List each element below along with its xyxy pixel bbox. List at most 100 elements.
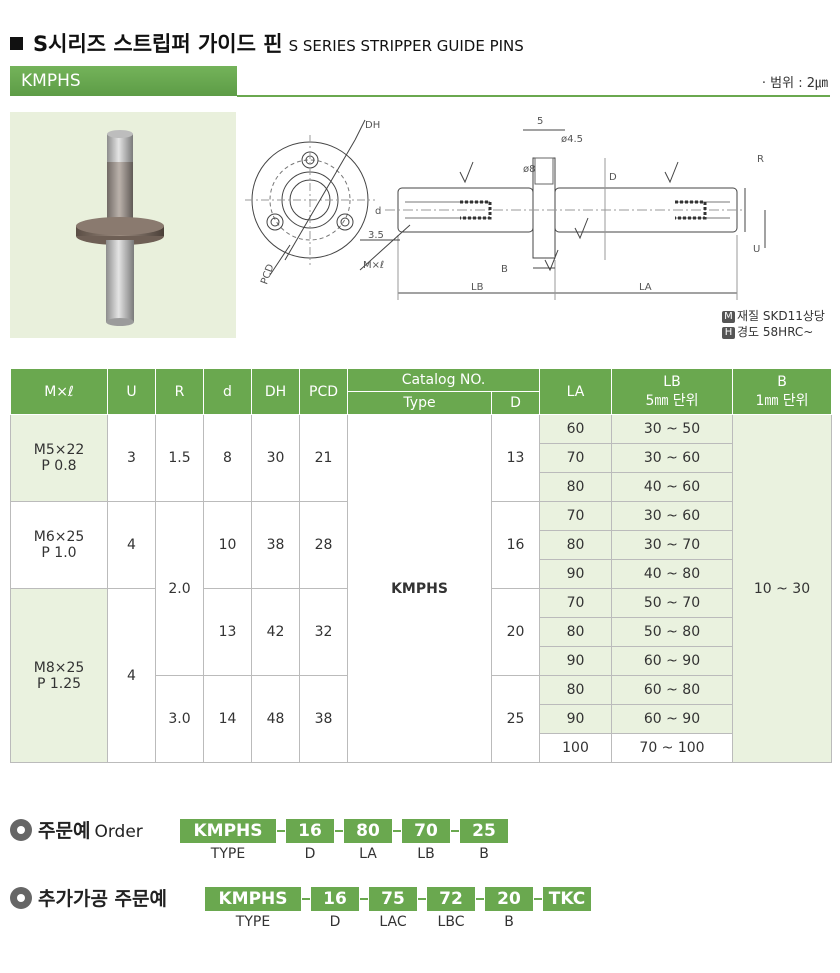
drawing-label-d-upper: D (609, 172, 617, 183)
order-label-en: Order (94, 822, 143, 842)
cell-r: 3.0 (155, 675, 204, 763)
cell-la: 90 (539, 646, 612, 676)
mxl-size: M5×22 (33, 442, 85, 458)
header-la: LA (539, 368, 612, 415)
header-lb-unit: 5㎜ 단위 (645, 392, 699, 409)
gear-icon (10, 819, 32, 841)
order-caption-type: TYPE (210, 846, 246, 862)
cell-d: 13 (203, 588, 252, 676)
drawing-label-dh: DH (365, 120, 380, 131)
cell-pcd: 38 (299, 675, 348, 763)
hardness-tag: H (722, 327, 735, 339)
technical-drawing: DH PCD 5 ø4.5 ø8 D R d (245, 110, 835, 320)
title-kr: S시리즈 스트립퍼 가이드 핀 (33, 32, 283, 56)
order-lb-box: 70 (402, 819, 450, 843)
cell-lb: 60 ~ 90 (611, 646, 733, 676)
mxl-size: M6×25 (33, 529, 85, 545)
table-row: 90 60 ~ 90 (11, 704, 832, 734)
order2-caption-d: D (329, 914, 341, 930)
page-title: S시리즈 스트립퍼 가이드 핀 S SERIES STRIPPER GUIDE P… (10, 28, 524, 58)
header-pcd: PCD (299, 368, 348, 415)
order-caption-la: LA (359, 846, 377, 862)
cell-lb: 40 ~ 60 (611, 472, 733, 502)
order-type-box: KMPHS (180, 819, 276, 843)
cell-lb: 30 ~ 60 (611, 501, 733, 531)
mxl-pitch: P 0.8 (41, 458, 77, 474)
additional-order-label: 추가가공 주문예 (10, 884, 167, 911)
table-row: 70 30 ~ 60 (11, 443, 832, 473)
drawing-label-counterbore: ø8 (523, 164, 535, 175)
order2-caption-lac: LAC (379, 914, 407, 930)
order-caption-b: B (479, 846, 489, 862)
mxl-pitch: P 1.0 (41, 545, 77, 561)
cell-D: 16 (491, 501, 540, 589)
order-dash (335, 830, 343, 832)
pin-image (76, 130, 164, 326)
cell-pcd: 28 (299, 501, 348, 589)
cell-dh: 38 (251, 501, 300, 589)
order2-lac-box: 75 (369, 887, 417, 911)
cell-lb: 60 ~ 90 (611, 704, 733, 734)
header-catalog: Catalog NO. (347, 368, 540, 392)
product-photo (10, 112, 236, 338)
cell-lb: 30 ~ 60 (611, 443, 733, 473)
cell-d: 10 (203, 501, 252, 589)
cell-la: 80 (539, 675, 612, 705)
cell-la: 80 (539, 617, 612, 647)
header-mxl: M×ℓ (10, 368, 108, 415)
order2-lbc-box: 72 (427, 887, 475, 911)
cell-la: 90 (539, 704, 612, 734)
table-row: 80 50 ~ 80 (11, 617, 832, 647)
cell-lb: 50 ~ 80 (611, 617, 733, 647)
material-tag: M (722, 311, 735, 323)
order2-caption-lbc: LBC (437, 914, 465, 930)
order2-b-box: 20 (485, 887, 533, 911)
table-row: 3.0 14 48 38 25 80 60 ~ 80 (11, 675, 832, 763)
order2-caption-type: TYPE (235, 914, 271, 930)
cell-D: 25 (491, 675, 540, 763)
order-la-box: 80 (344, 819, 392, 843)
header-type: Type (347, 391, 492, 415)
cell-D: 13 (491, 414, 540, 502)
pin-flange (532, 157, 556, 259)
order-dash (277, 830, 285, 832)
title-en: S SERIES STRIPPER GUIDE PINS (288, 37, 524, 55)
order2-dash (302, 898, 310, 900)
mxl-pitch: P 1.25 (36, 675, 82, 692)
cell-type: KMPHS (347, 414, 492, 763)
gear-icon (10, 887, 32, 909)
cell-lb: 70 ~ 100 (611, 733, 733, 763)
order2-dash (360, 898, 368, 900)
cell-dh: 42 (251, 588, 300, 676)
drawing-label-u: U (753, 244, 760, 255)
cell-u: 3 (107, 414, 156, 502)
table-row: 90 40 ~ 80 (11, 559, 832, 589)
order-dash (451, 830, 459, 832)
order-dash (393, 830, 401, 832)
drawing-label-pcd: PCD (259, 263, 277, 287)
order-label-kr: 주문예 (38, 820, 91, 842)
cell-r: 2.0 (155, 501, 204, 676)
order2-dash (418, 898, 426, 900)
section-header: KMPHS (10, 66, 237, 96)
cell-b-range: 10 ~ 30 (732, 414, 832, 763)
header-lb-label: LB (663, 373, 681, 390)
drawing-label-la: LA (639, 282, 652, 293)
table-row: 80 40 ~ 60 (11, 472, 832, 502)
order2-caption-b: B (504, 914, 514, 930)
cell-d: 8 (203, 414, 252, 502)
tolerance-range: · 범위 : 2㎛ (761, 76, 828, 91)
cell-r: 1.5 (155, 414, 204, 502)
section-name: KMPHS (21, 71, 81, 91)
table-row: 100 70 ~ 100 (11, 733, 832, 763)
header-dh: DH (251, 368, 300, 415)
order-b-box: 25 (460, 819, 508, 843)
drawing-label-lb: LB (471, 282, 484, 293)
drawing-label-thread: M×ℓ (363, 260, 384, 271)
drawing-label-r: R (757, 154, 764, 165)
